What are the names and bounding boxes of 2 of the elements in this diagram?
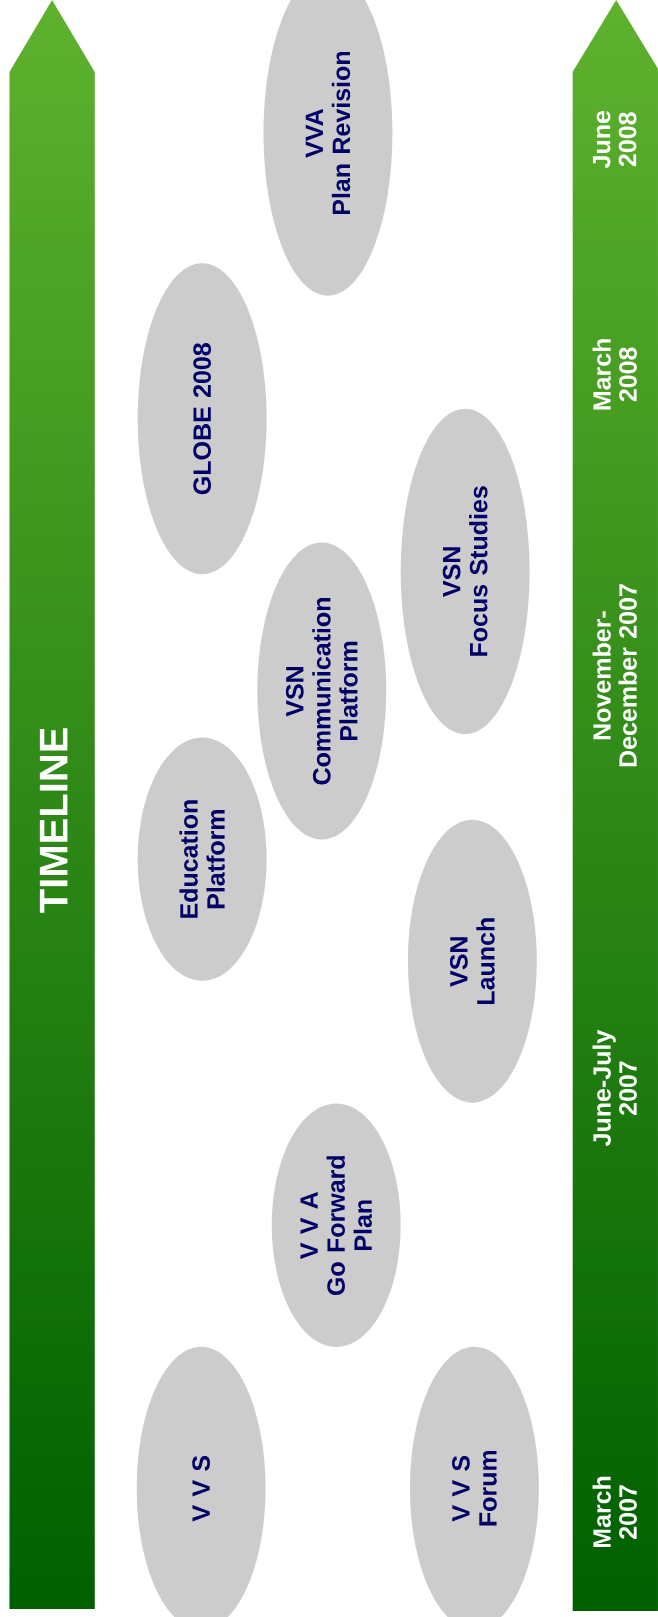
timeline-arrow: TIMELINE bbox=[39, 728, 68, 913]
timeline-arrow: March 2007 June-July 2007 November-December 2007 March 2008 June 2008 bbox=[592, 110, 637, 1548]
